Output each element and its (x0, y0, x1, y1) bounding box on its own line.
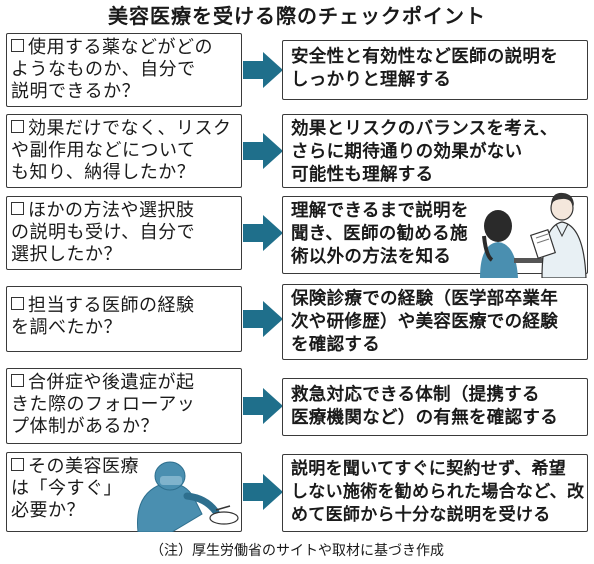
question-text-5: 合併症や後遺症が起 きた際のフォローアッ プ体制があるか？ (11, 372, 196, 437)
answer-text-6: 説明を聞いてすぐに契約せず、希望 しない施術を勧められた場合など、改 めて医師か… (291, 459, 585, 525)
checkbox-icon (11, 39, 24, 52)
checkpoint-answer-5: 救急対応できる体制（提携する 医療機関など）の有無を確認する (282, 378, 588, 436)
checkbox-icon (11, 374, 24, 387)
question-text-2: 効果だけでなく、リスク や副作用などについて も知り、納得したか？ (11, 118, 232, 183)
answer-text-5: 救急対応できる体制（提携する 医療機関など）の有無を確認する (291, 385, 558, 428)
doctor-consultation-illustration (480, 192, 587, 278)
arrow-right-icon (243, 52, 283, 88)
checkpoint-answer-2: 効果とリスクのバランスを考え、 さらに期待通りの効果がない 可能性も理解する (282, 114, 588, 188)
checkpoint-question-3: ほかの方法や選択肢 の説明も受け、自分で 選択したか？ (6, 196, 242, 270)
checkbox-icon (11, 458, 24, 471)
checkpoint-question-6: その美容医療 は「今すぐ」 必要か？ (6, 452, 242, 532)
chart-title: 美容医療を受ける際のチェックポイント (108, 4, 486, 28)
checkbox-icon (11, 202, 24, 215)
answer-text-3: 理解できるまで説明を 聞き、医師の勧める施 術以外の方法を知る (291, 201, 469, 267)
checkpoint-question-5: 合併症や後遺症が起 きた際のフォローアッ プ体制があるか？ (6, 368, 242, 444)
surgeon-illustration (137, 461, 239, 532)
question-text-4: 担当する医師の経験 を調べたか？ (11, 295, 195, 338)
arrow-right-icon (243, 301, 283, 337)
question-text-3: ほかの方法や選択肢 の説明も受け、自分で 選択したか？ (11, 200, 196, 265)
arrow-right-icon (243, 133, 283, 169)
checkpoint-answer-6: 説明を聞いてすぐに契約せず、希望 しない施術を勧められた場合など、改 めて医師か… (282, 454, 588, 532)
answer-text-1: 安全性と有効性など医師の説明を しっかりと理解する (291, 47, 558, 90)
question-text-1: 使用する薬などがどの ようなものか、自分で 説明できるか？ (11, 37, 213, 102)
arrow-right-icon (243, 215, 283, 251)
source-footnote: （注）厚生労働省のサイトや取材に基づき作成 (150, 543, 444, 559)
checkbox-icon (11, 120, 24, 133)
arrow-right-icon (243, 388, 283, 424)
answer-text-2: 効果とリスクのバランスを考え、 さらに期待通りの効果がない 可能性も理解する (291, 119, 558, 185)
question-text-6: その美容医療 は「今すぐ」 必要か？ (11, 456, 139, 521)
checkpoint-question-1: 使用する薬などがどの ようなものか、自分で 説明できるか？ (6, 33, 242, 107)
checkpoint-answer-1: 安全性と有効性など医師の説明を しっかりと理解する (282, 40, 588, 100)
answer-text-4: 保険診療での経験（医学部卒業年 次や研修歴）や美容医療での経験 を確認する (291, 289, 558, 355)
checkpoint-question-2: 効果だけでなく、リスク や副作用などについて も知り、納得したか？ (6, 114, 242, 188)
arrow-right-icon (243, 474, 283, 510)
checkpoint-answer-4: 保険診療での経験（医学部卒業年 次や研修歴）や美容医療での経験 を確認する (282, 284, 588, 360)
checkbox-icon (11, 297, 24, 310)
checkpoint-question-4: 担当する医師の経験 を調べたか？ (6, 286, 242, 352)
